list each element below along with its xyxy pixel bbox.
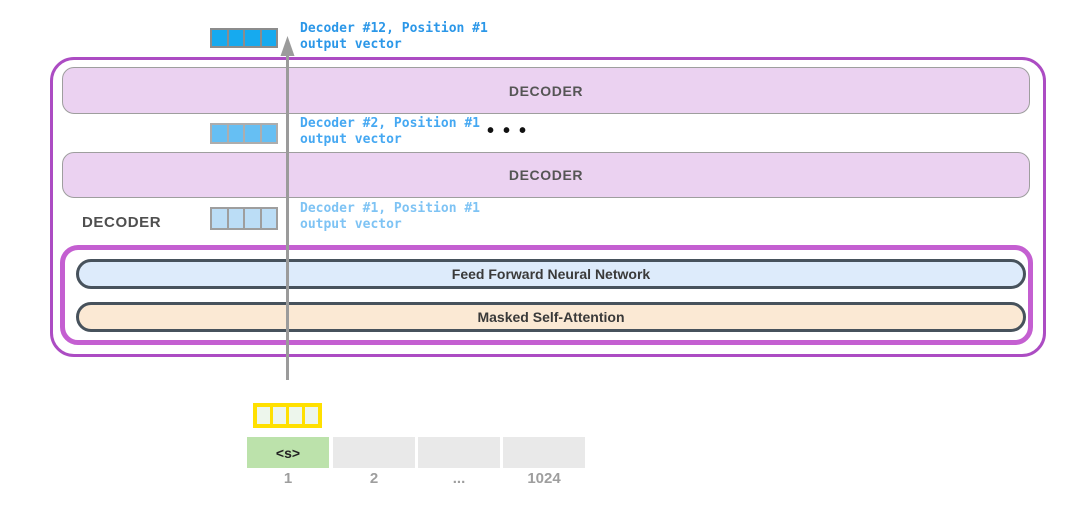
decoder-bar-middle-label: DECODER (508, 167, 584, 183)
token-cell-start: <s> (247, 437, 329, 468)
masked-self-attention-block: Masked Self-Attention (76, 302, 1026, 332)
position-label-2: 2 (369, 470, 379, 487)
feed-forward-label: Feed Forward Neural Network (451, 266, 651, 282)
token-cell-empty-1 (333, 437, 415, 468)
masked-self-attention-label: Masked Self-Attention (477, 309, 625, 325)
decoder-internals-outline: Feed Forward Neural Network Masked Self-… (60, 245, 1033, 345)
feed-forward-block: Feed Forward Neural Network (76, 259, 1026, 289)
output-label-decoder-1: Decoder #1, Position #1 output vector (300, 201, 481, 232)
start-token-label: <s> (275, 444, 301, 461)
token-cell-empty-2 (418, 437, 500, 468)
output-label-decoder-2: Decoder #2, Position #1 output vector (300, 116, 481, 147)
output-vector-decoder-2 (210, 123, 278, 144)
output-vector-decoder-12 (210, 28, 278, 48)
decoder-bar-top: DECODER (62, 67, 1030, 114)
decoder-bar-top-label: DECODER (508, 82, 584, 99)
token-cell-empty-3 (503, 437, 585, 468)
position-label-1: 1 (283, 470, 293, 487)
position-label-1024: 1024 (527, 470, 561, 487)
position-label-dots: ... (452, 470, 466, 487)
input-embedding-vector (253, 403, 322, 428)
stack-ellipsis: ••• (487, 120, 536, 142)
output-label-decoder-12: Decoder #12, Position #1 output vector (300, 21, 488, 52)
output-vector-decoder-1 (210, 207, 278, 230)
decoder-side-label: DECODER (82, 214, 162, 231)
decoder-bar-middle: DECODER (62, 152, 1030, 198)
